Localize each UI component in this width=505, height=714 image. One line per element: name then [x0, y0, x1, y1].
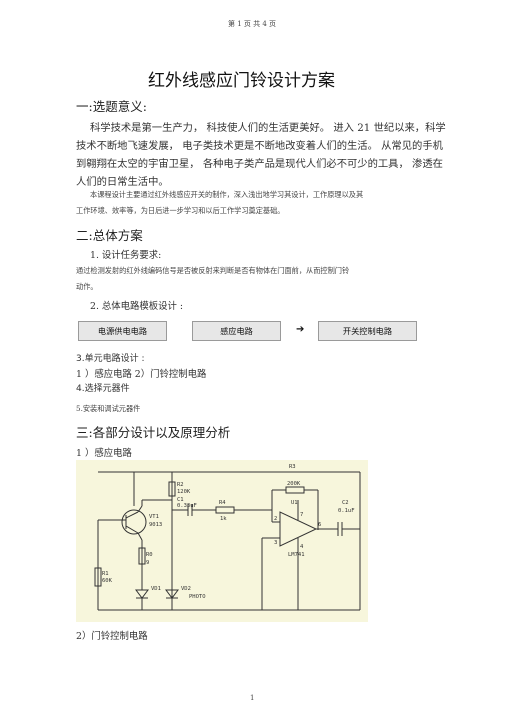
label-c2-value: 0.1uF	[338, 508, 355, 514]
flow-box-power-supply-label: 电源供电电路	[97, 326, 148, 336]
unit-circuit-label: 3.单元电路设计 :	[76, 354, 145, 364]
section1-line-3: 到翱翔在太空的宇宙卫星， 各种电子类产品是现代人们必不可少的工具， 渗透在	[76, 158, 443, 170]
label-photo: PHOTO	[189, 594, 206, 600]
flow-box-switch-control: 开关控制电路	[318, 321, 417, 341]
flow-box-sensing: 感应电路	[192, 321, 281, 341]
label-r2-value: 120K	[177, 489, 191, 495]
section3-heading: 三:各部分设计以及原理分析	[76, 425, 231, 440]
page-header: 第 1 页 共 4 页	[228, 20, 277, 28]
page-number: 1	[250, 694, 255, 702]
label-vd1: VD1	[151, 586, 161, 592]
label-pin-7: 7	[300, 512, 303, 518]
flow-arrow-2: ➔	[296, 324, 305, 335]
label-pin-4: 4	[300, 544, 304, 550]
label-r1: R1	[102, 571, 109, 577]
section1-small-1: 本课程设计主要通过红外线感应开关的制作，深入浅出地学习其设计，工作原理以及其	[90, 190, 364, 199]
label-vd2: VD2	[181, 586, 191, 592]
sensing-circuit-schematic: R3 200K R2 120K C1 0.33uF R4 1k VT1 9013…	[76, 460, 368, 622]
sensing-circuit-label: 1 ）感应电路	[76, 448, 132, 459]
label-r2: R2	[177, 482, 184, 488]
label-pin-3: 3	[274, 540, 277, 546]
label-u1: U1	[291, 500, 298, 506]
task-requirement-label: 1. 设计任务要求:	[90, 250, 162, 261]
label-r3: R3	[289, 464, 296, 470]
label-r4-value: 1k	[220, 516, 227, 522]
section1-line-2: 技术不断地飞速发展， 电子类技术更是不断地改变着人们的生活。 从常见的手机	[76, 140, 443, 152]
section2-heading: 二:总体方案	[76, 228, 143, 243]
flow-box-sensing-label: 感应电路	[220, 326, 253, 336]
label-c2: C2	[342, 500, 349, 506]
label-c1-value: 0.33uF	[177, 503, 197, 509]
label-pin-6: 6	[318, 522, 321, 528]
section1-line-1: 科学技术是第一生产力， 科技使人们的生活更美好。 进入 21 世纪以来，科学	[90, 122, 446, 134]
section1-small-2: 工作环境、效率等，为日后进一步学习和以后工作学习奠定基础。	[76, 206, 285, 215]
section1-heading: 一:选题意义:	[76, 99, 147, 114]
select-components-label: 4.选择元器件	[76, 384, 130, 394]
label-r0: R0	[146, 552, 153, 558]
overall-circuit-label: 2. 总体电路模板设计 :	[90, 301, 184, 312]
label-vt1: VT1	[149, 514, 159, 520]
document-title: 红外线感应门铃设计方案	[148, 71, 335, 91]
label-r0-value: 9	[146, 560, 149, 566]
unit-circuit-subitems: 1 ）感应电路 2）门铃控制电路	[76, 369, 207, 380]
task-line-2: 动作。	[76, 282, 98, 291]
section1-line-4: 人们的日常生活中。	[76, 176, 169, 188]
label-r1-value: 60K	[102, 578, 113, 584]
doorbell-control-label: 2）门铃控制电路	[76, 631, 148, 642]
label-c1: C1	[177, 497, 184, 503]
label-r4: R4	[219, 500, 226, 506]
label-r3-value: 200K	[287, 481, 301, 487]
label-pin-2: 2	[274, 516, 277, 522]
label-vt1-value: 9013	[149, 522, 162, 528]
flow-box-power-supply: 电源供电电路	[78, 321, 167, 341]
install-debug-label: 5.安装和调试元器件	[76, 404, 141, 413]
label-u1-value: LM741	[288, 552, 305, 558]
flow-box-switch-control-label: 开关控制电路	[342, 326, 393, 336]
task-line-1: 通过检测发射的红外线编码信号是否被反射来判断是否有物体在门面前，从而控制门铃	[76, 266, 350, 275]
